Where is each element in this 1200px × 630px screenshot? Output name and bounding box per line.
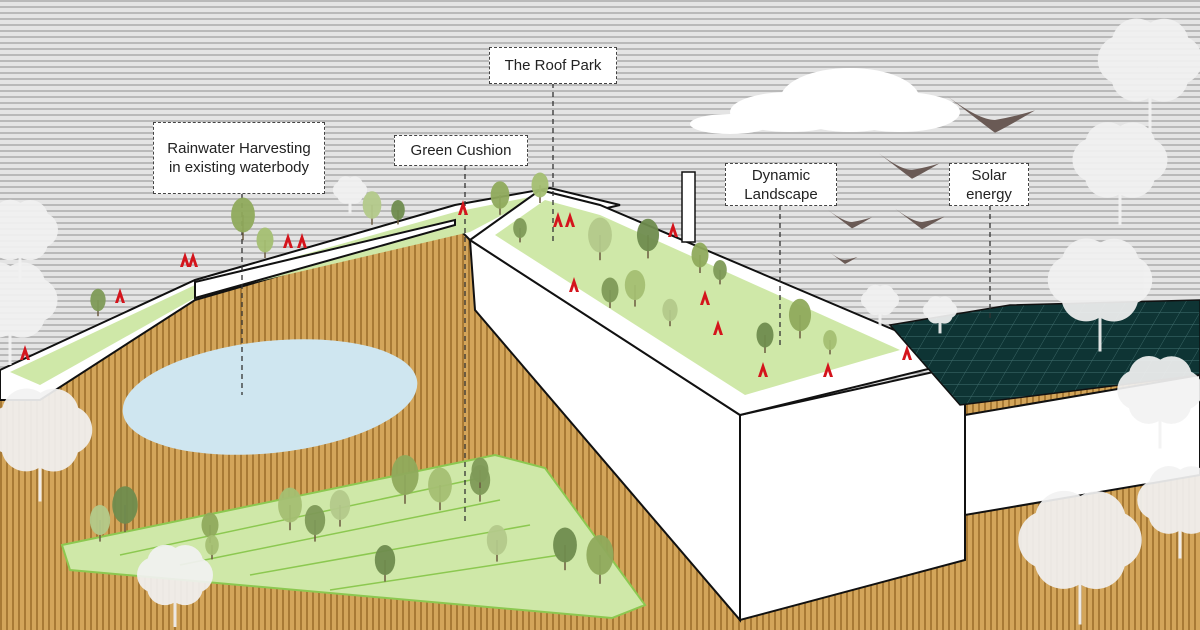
person-figure	[283, 233, 293, 248]
tree	[391, 455, 419, 504]
tree	[256, 227, 274, 258]
white-tree	[0, 388, 93, 502]
white-tree	[1097, 18, 1200, 132]
cloud	[690, 68, 960, 134]
tree	[823, 330, 837, 355]
tree	[90, 288, 106, 317]
tree	[471, 457, 489, 488]
person-figure	[180, 252, 190, 267]
white-tree	[1072, 122, 1168, 225]
person-figure	[668, 222, 678, 237]
person-figure	[758, 362, 768, 377]
tree	[691, 242, 709, 273]
white-tree	[861, 284, 899, 326]
chimney	[681, 171, 696, 243]
white-tree	[0, 262, 58, 365]
trees	[89, 172, 837, 584]
label-solar-energy: Solar energy	[949, 163, 1029, 206]
person-figure	[20, 345, 30, 360]
leader-lines	[241, 83, 991, 525]
white-tree	[1047, 238, 1153, 352]
tree	[588, 217, 612, 261]
birds	[828, 96, 1035, 264]
tree	[278, 487, 302, 531]
people-figures	[20, 200, 912, 377]
tree	[112, 486, 138, 532]
tree	[205, 535, 219, 560]
tree	[531, 172, 549, 203]
tree	[490, 181, 510, 215]
tree	[304, 505, 326, 542]
tree	[756, 322, 774, 353]
tree	[788, 298, 812, 339]
building-front	[739, 363, 966, 622]
tree	[391, 200, 405, 225]
person-figure	[297, 233, 307, 248]
white-tree	[0, 199, 58, 282]
tree	[601, 277, 619, 308]
white-tree	[1018, 490, 1142, 625]
label-dynamic-landscape: Dynamic Landscape	[725, 163, 837, 206]
left-wall	[194, 218, 456, 300]
bird	[879, 153, 940, 179]
tree	[486, 525, 508, 562]
person-figure	[569, 277, 579, 292]
bird	[947, 96, 1035, 133]
tree	[428, 467, 452, 511]
person-figure	[823, 362, 833, 377]
tree	[586, 535, 614, 584]
label-roof-park: The Roof Park	[489, 47, 617, 84]
person-figure	[713, 320, 723, 335]
foreground-white-trees	[0, 18, 1200, 627]
tree	[513, 218, 527, 243]
bird	[828, 210, 872, 229]
person-figure	[553, 212, 563, 227]
bird	[830, 252, 858, 264]
person-figure	[458, 200, 468, 215]
tree	[662, 298, 678, 327]
white-tree	[1117, 356, 1200, 449]
left-roof-grass	[10, 195, 540, 385]
white-tree	[1137, 466, 1200, 559]
tree	[362, 191, 382, 225]
tree	[624, 270, 646, 307]
person-figure	[565, 212, 575, 227]
person-figure	[188, 252, 198, 267]
label-rainwater-harvesting: Rainwater Harvesting in existing waterbo…	[153, 122, 325, 194]
rainwater-pond	[122, 339, 418, 455]
person-figure	[115, 288, 125, 303]
tree	[713, 260, 727, 285]
tree	[374, 545, 396, 582]
tree	[553, 527, 577, 571]
white-tree	[137, 544, 213, 627]
tree	[89, 505, 111, 542]
person-figure	[700, 290, 710, 305]
bird	[895, 208, 945, 230]
label-green-cushion: Green Cushion	[394, 135, 528, 166]
white-tree	[332, 176, 368, 214]
person-figure	[902, 345, 912, 360]
tree	[329, 490, 351, 527]
white-tree	[922, 296, 958, 334]
tree	[231, 197, 255, 241]
tree	[636, 218, 660, 259]
